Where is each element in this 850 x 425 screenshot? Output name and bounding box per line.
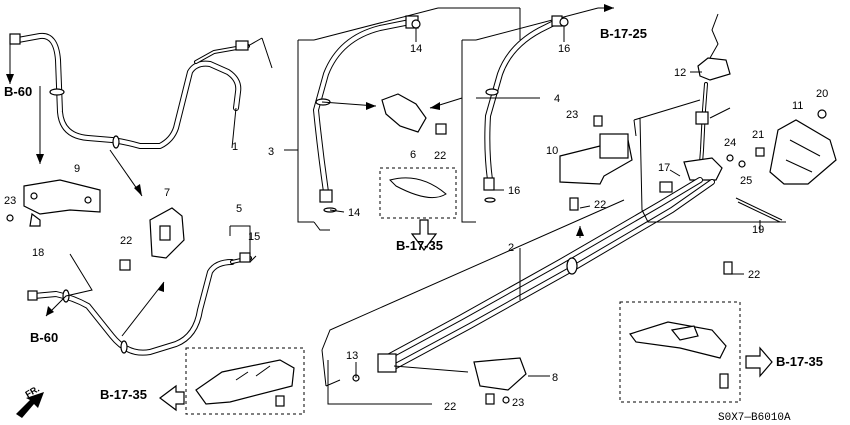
bolt-20 bbox=[817, 109, 827, 119]
hose-clip bbox=[49, 88, 65, 96]
callout-7: 7 bbox=[164, 187, 170, 199]
bolt-22 bbox=[435, 123, 447, 135]
ref-b60-bottom: B-60 bbox=[30, 330, 58, 345]
callout-21: 21 bbox=[752, 129, 764, 141]
callout-13: 13 bbox=[346, 350, 358, 362]
callout-6: 6 bbox=[410, 149, 416, 161]
callout-19: 19 bbox=[752, 224, 764, 236]
callout-15: 15 bbox=[248, 231, 260, 243]
bolt-21 bbox=[755, 147, 765, 157]
clip-part-6 bbox=[381, 93, 447, 135]
diagram-code: S0X7—B6010A bbox=[718, 412, 791, 424]
callout-9: 9 bbox=[74, 163, 80, 175]
callout-12: 12 bbox=[674, 67, 686, 79]
callout-18: 18 bbox=[32, 247, 44, 259]
bracket-part-7 bbox=[119, 207, 185, 271]
o-ring-16 bbox=[484, 197, 496, 203]
callout-17: 17 bbox=[658, 162, 670, 174]
callout-24: 24 bbox=[724, 137, 736, 149]
bolt-22 bbox=[485, 393, 495, 405]
o-ring-14 bbox=[411, 19, 421, 29]
callout-23: 23 bbox=[4, 195, 16, 207]
hose-clip bbox=[120, 340, 128, 354]
hose-clip bbox=[112, 135, 120, 149]
callout-3: 3 bbox=[268, 146, 274, 158]
hose-end-fitting bbox=[27, 290, 38, 301]
hose-end-fitting bbox=[239, 252, 251, 263]
tie-part-19 bbox=[735, 197, 783, 221]
bolt-22 bbox=[569, 197, 579, 211]
callout-8: 8 bbox=[552, 372, 558, 384]
callout-23: 23 bbox=[512, 397, 524, 409]
ref-b17-35-center: B-17-35 bbox=[396, 238, 443, 253]
callout-5: 5 bbox=[236, 203, 242, 215]
hose-part-2 bbox=[377, 177, 715, 373]
callout-25: 25 bbox=[740, 175, 752, 187]
cap-part-12 bbox=[697, 13, 731, 81]
callout-4: 4 bbox=[554, 93, 560, 105]
callout-11: 11 bbox=[792, 100, 803, 112]
callout-22: 22 bbox=[434, 150, 446, 162]
bolt-22 bbox=[723, 261, 733, 275]
callout-16: 16 bbox=[508, 185, 520, 197]
callout-22: 22 bbox=[120, 235, 132, 247]
bolt-23 bbox=[593, 115, 603, 127]
callout-1: 1 bbox=[232, 141, 238, 153]
bracket-part-9 bbox=[6, 179, 101, 227]
clip-part-17 bbox=[659, 181, 673, 193]
callout-14: 14 bbox=[410, 43, 422, 55]
callout-10: 10 bbox=[546, 145, 558, 157]
ref-b17-35-right: B-17-35 bbox=[776, 354, 823, 369]
callout-23: 23 bbox=[566, 109, 578, 121]
callout-22: 22 bbox=[748, 269, 760, 281]
hose-end-fitting bbox=[235, 40, 249, 51]
bolt-23 bbox=[6, 214, 14, 222]
ref-b17-35-bottom-left: B-17-35 bbox=[100, 387, 147, 402]
bolt-22 bbox=[119, 259, 131, 271]
filler-pipe bbox=[683, 82, 765, 181]
callout-14: 14 bbox=[348, 207, 360, 219]
bolt-25 bbox=[738, 160, 746, 168]
bolt-23 bbox=[502, 396, 510, 404]
ref-b17-25: B-17-25 bbox=[600, 26, 647, 41]
connector-part-8 bbox=[473, 357, 527, 405]
hose-part-4 bbox=[483, 15, 569, 203]
callout-16: 16 bbox=[558, 43, 570, 55]
hose-part-5 bbox=[27, 252, 252, 356]
callout-2: 2 bbox=[508, 242, 514, 254]
o-ring-24 bbox=[726, 154, 734, 162]
callout-20: 20 bbox=[816, 88, 828, 100]
hose-part-1 bbox=[9, 32, 273, 149]
o-ring-16 bbox=[559, 17, 569, 27]
bracket-part-11 bbox=[769, 109, 837, 185]
callout-22: 22 bbox=[444, 401, 456, 413]
callout-22: 22 bbox=[594, 199, 606, 211]
ref-b60-top: B-60 bbox=[4, 84, 32, 99]
bracket-part-10 bbox=[559, 115, 633, 211]
hose-end-fitting bbox=[9, 33, 21, 45]
